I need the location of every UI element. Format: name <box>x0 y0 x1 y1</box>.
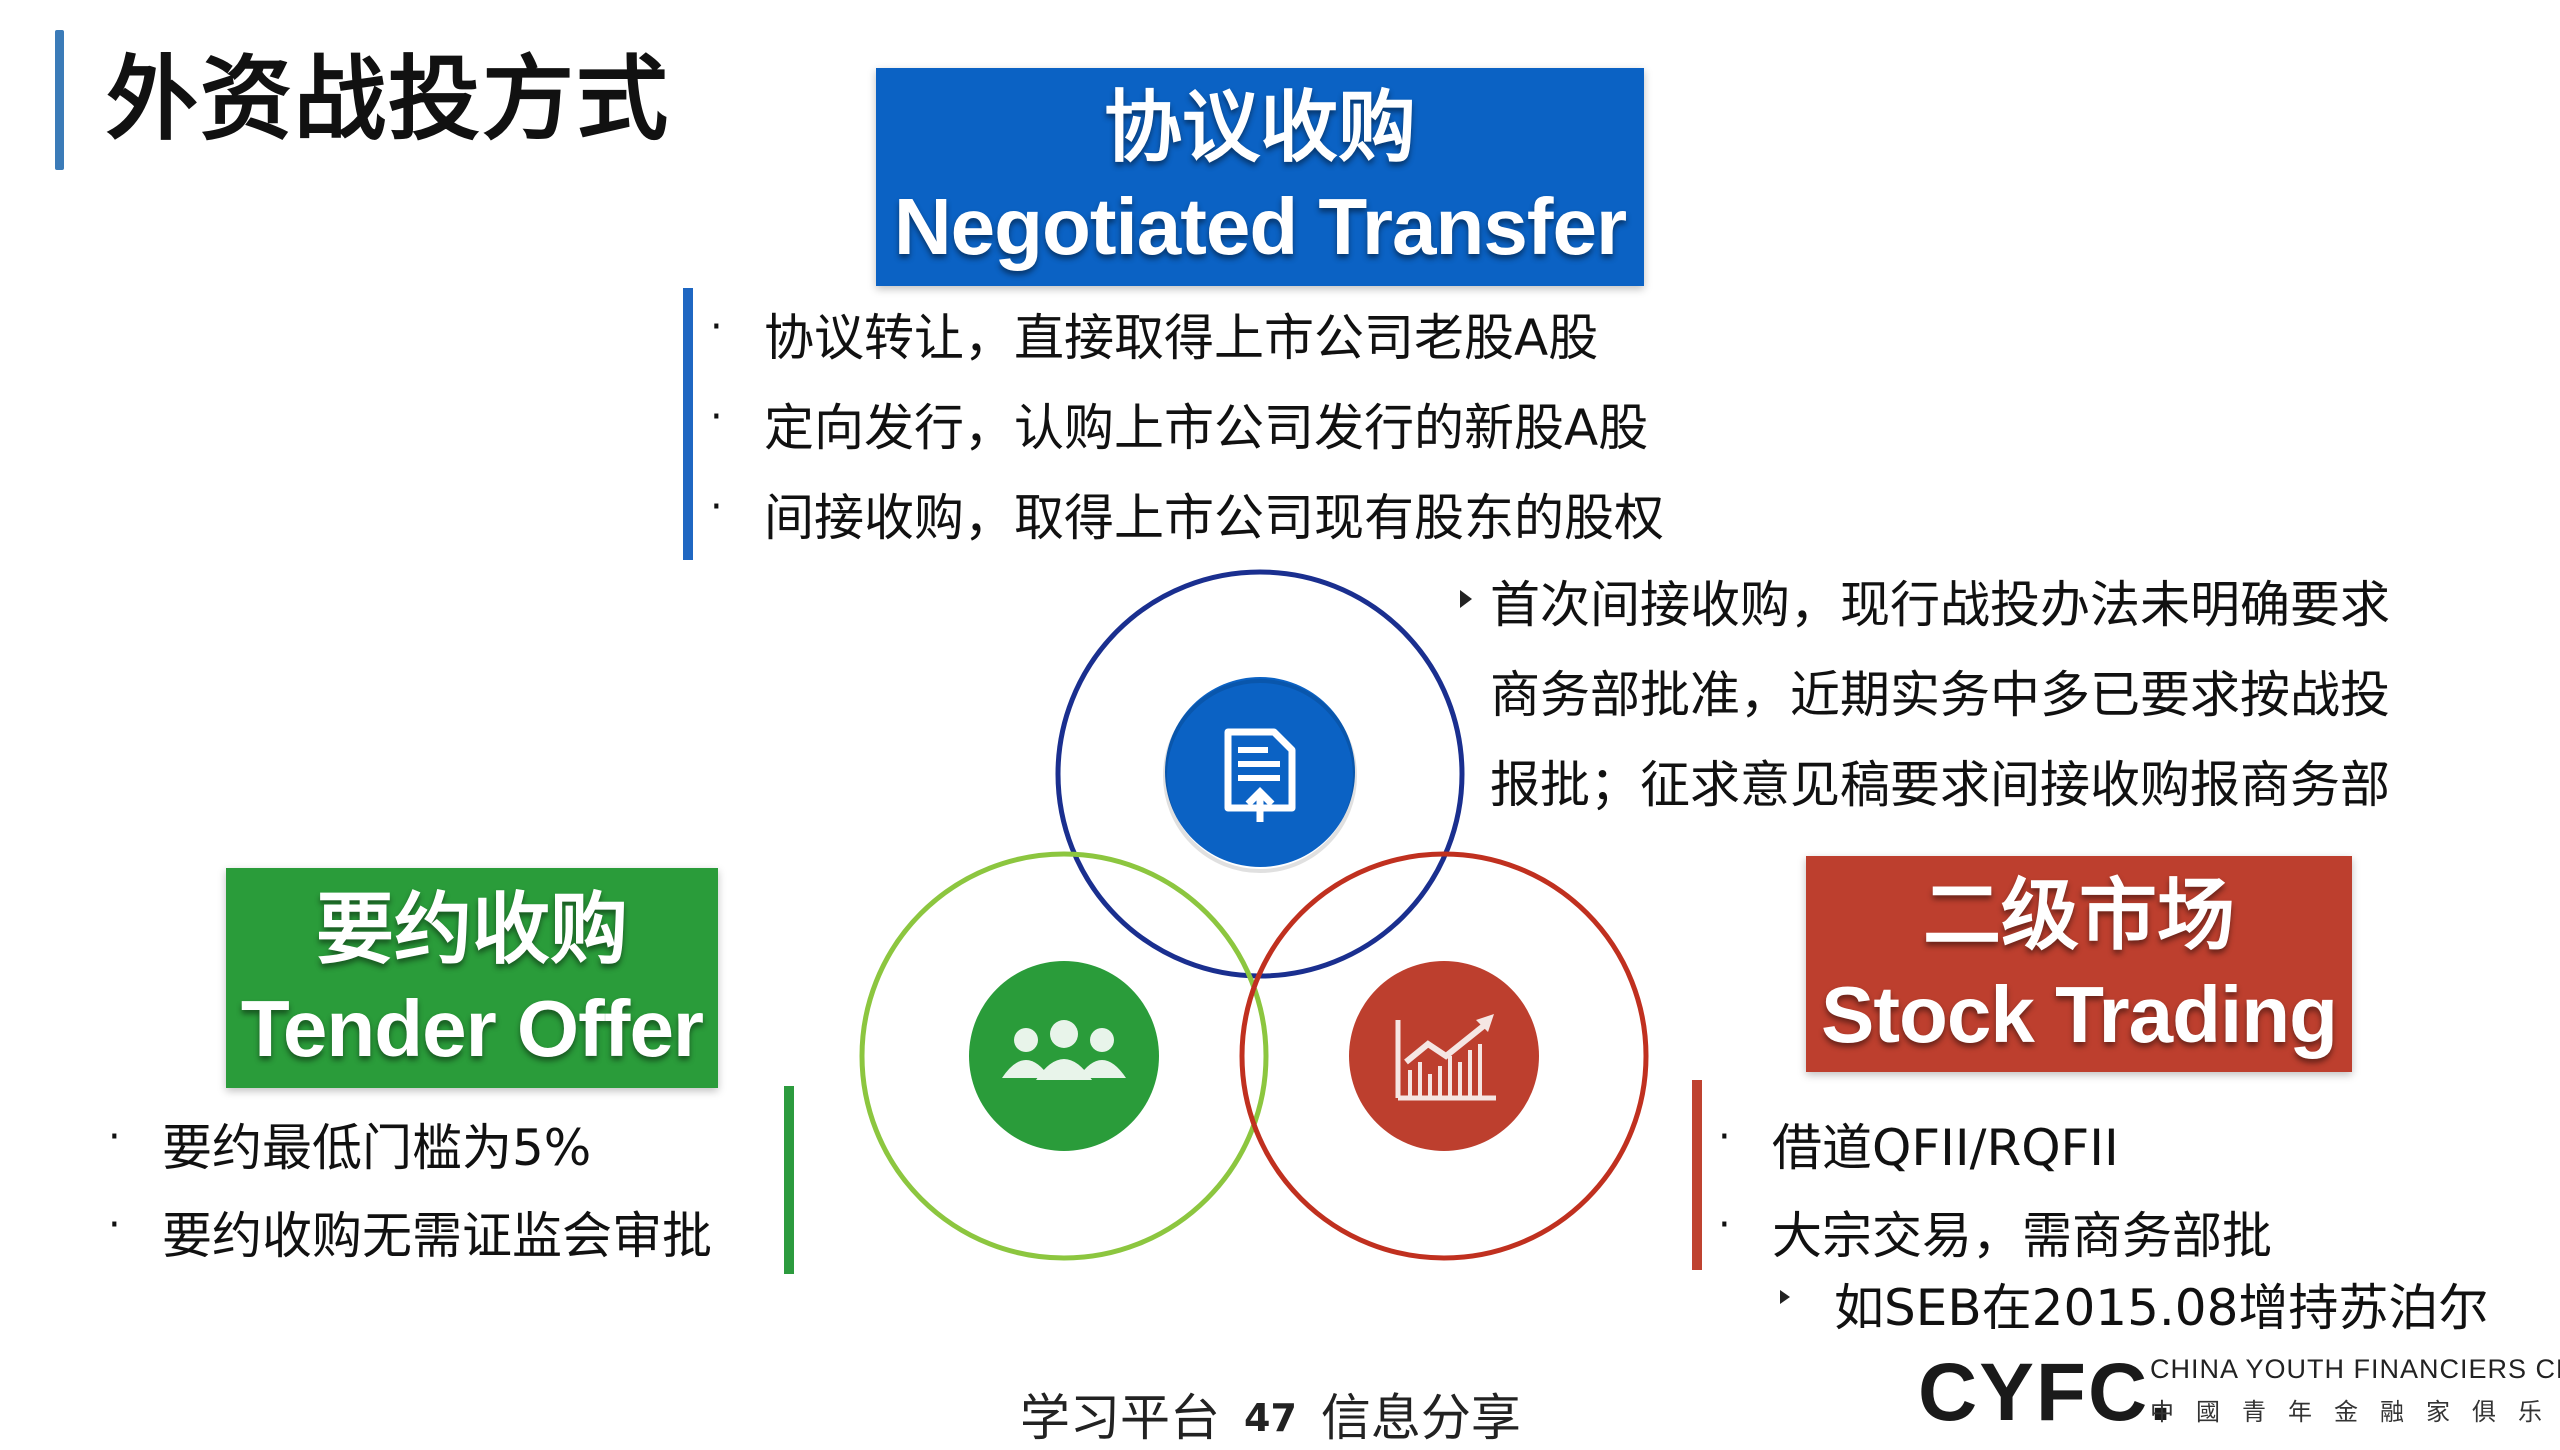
cyfc-logo: CYFC. <box>1918 1347 2174 1438</box>
stock-title-en: Stock Trading <box>1821 970 2338 1059</box>
page-number: 47 <box>1244 1396 1297 1440</box>
tender-circle <box>859 851 1269 1261</box>
tender-offer-header: 要约收购 Tender Offer <box>226 868 718 1088</box>
tender-title-cn: 要约收购 <box>315 885 628 975</box>
logo-chinese-name: 中國青年金融家俱乐部 <box>2150 1398 2560 1426</box>
footer-left-text: 学习平台 <box>1020 1389 1220 1447</box>
tender-title-en: Tender Offer <box>240 984 704 1073</box>
triangle-bullet-icon <box>1460 590 1472 608</box>
negotiated-title-cn: 协议收购 <box>1103 83 1416 173</box>
document-upload-icon <box>1163 677 1357 873</box>
stock-title-cn: 二级市场 <box>1922 871 2235 961</box>
group-icon <box>969 961 1159 1151</box>
venn-diagram <box>859 569 1649 1261</box>
title-accent-bar <box>55 30 64 170</box>
page-title: 外资战投方式 <box>106 46 671 153</box>
tender-accent-bar <box>784 1086 794 1274</box>
logo-english-name: CHINA YOUTH FINANCIERS CLUB <box>2150 1354 2560 1384</box>
stock-accent-bar <box>1692 1080 1702 1270</box>
negotiated-transfer-header: 协议收购 Negotiated Transfer <box>876 68 1644 286</box>
footer-right-text: 信息分享 <box>1320 1389 1521 1447</box>
footer: 学习平台 47 信息分享 <box>1020 1378 1521 1450</box>
stock-circle <box>1239 851 1649 1261</box>
negotiated-title-en: Negotiated Transfer <box>893 182 1627 271</box>
triangle-bullet-icon <box>1780 1290 1790 1304</box>
trend-chart-icon <box>1349 961 1539 1151</box>
stock-trading-header: 二级市场 Stock Trading <box>1806 856 2352 1072</box>
negotiated-accent-bar <box>683 288 693 560</box>
